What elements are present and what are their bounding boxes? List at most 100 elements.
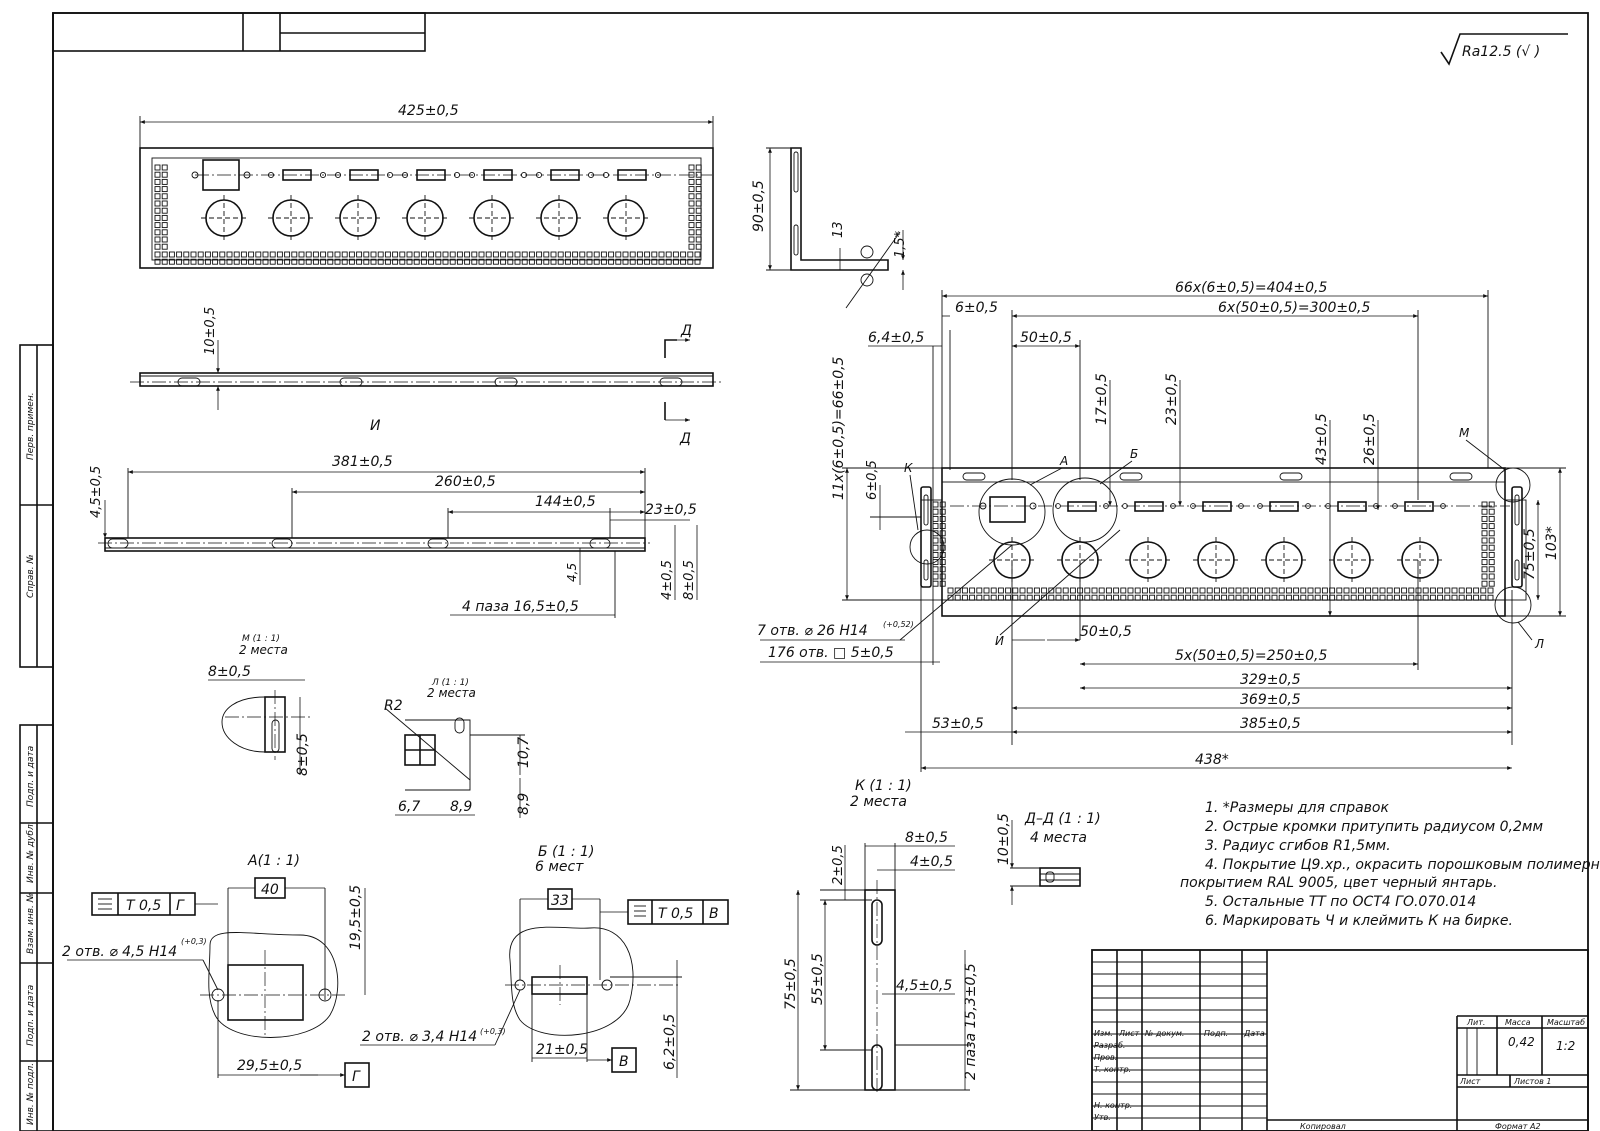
marker-b: Б — [1130, 447, 1138, 461]
detail-k-dim-8: 8±0,5 — [905, 830, 948, 846]
tb-copied: Копировал — [1300, 1122, 1346, 1131]
detail-m-sub: 2 места — [239, 643, 288, 657]
side-label-repl-inv: Взам. инв. № — [26, 893, 36, 954]
detail-l: Л (1 : 1) 2 места R2 10,7 6,7 8,9 8,9 — [384, 678, 532, 818]
front-width-dim: 425±0,5 — [398, 103, 459, 119]
side-strip: Перв. примен. Справ. № Подп. и дата Инв.… — [19, 344, 54, 1131]
detail-l-dim-8-9a: 8,9 — [450, 799, 472, 815]
flat-dim-11x6: 11х(6±0,5)=66±0,5 — [831, 356, 847, 500]
flat-dim-5x50: 5х(50±0,5)=250±0,5 — [1175, 648, 1327, 664]
detail-k-dim-55: 55±0,5 — [810, 953, 826, 1005]
tb-row-prov: Пров. — [1094, 1053, 1117, 1062]
side-height-dim: 90±0,5 — [751, 180, 767, 232]
tb-row-razrab: Разраб. — [1094, 1041, 1125, 1050]
front-square-holes — [154, 164, 702, 265]
detail-b-sub: 6 мест — [535, 859, 584, 875]
detail-b-hole-tol: (+0,3) — [480, 1027, 506, 1036]
detail-a-title: А(1 : 1) — [247, 853, 300, 869]
side-label-sign-date-2: Подп. и дата — [26, 985, 36, 1046]
view-i-dim-23: 23±0,5 — [645, 502, 697, 518]
flat-dim-369: 369±0,5 — [1240, 692, 1301, 708]
detail-a-dim-29-5: 29,5±0,5 — [237, 1058, 302, 1074]
roughness-symbol: Ra12.5 (√ ) — [1440, 33, 1568, 66]
detail-l-sub: 2 места — [427, 686, 476, 700]
flat-squares-note: 176 отв. □ 5±0,5 — [768, 645, 894, 661]
view-i-slots-note: 4 паза 16,5±0,5 — [462, 599, 579, 615]
side-lip-dim: 13 — [831, 221, 846, 238]
tb-header-izm: Изм. — [1094, 1029, 1113, 1038]
view-i-dim-260: 260±0,5 — [435, 474, 496, 490]
detail-b-tol-datum: В — [709, 906, 719, 922]
detail-m: М (1 : 1) 2 места 8±0,5 8±0,5 — [208, 634, 311, 776]
flat-dim-103: 103* — [1544, 526, 1560, 560]
tb-sheet: Лист — [1459, 1077, 1481, 1086]
flat-dim-75: 75±0,5 — [1522, 528, 1538, 580]
technical-notes: 1. *Размеры для справок 2. Острые кромки… — [1180, 800, 1600, 929]
flat-dim-23: 23±0,5 — [1164, 373, 1180, 425]
flat-dim-17: 17±0,5 — [1094, 373, 1110, 425]
tb-scale: Масштаб — [1547, 1018, 1585, 1027]
detail-k-dim-4: 4±0,5 — [910, 854, 953, 870]
detail-b-datum: В — [619, 1054, 629, 1070]
tb-format: Формат А2 — [1495, 1122, 1541, 1131]
detail-k-title: К (1 : 1) — [855, 778, 912, 794]
note-6: 6. Маркировать Ч и клеймить К на бирке. — [1205, 913, 1513, 929]
detail-a-datum: Г — [352, 1069, 361, 1085]
view-i: И 381±0,5 260±0,5 144±0,5 23±0,5 4,5±0,5… — [89, 418, 698, 618]
flat-dim-6-4: 6,4±0,5 — [868, 330, 924, 346]
view-i-dim-4: 4±0,5 — [660, 560, 675, 600]
title-block: Изм. Лист № докум. Подп. Дата Разраб. Пр… — [1091, 949, 1589, 1131]
flat-dim-438: 438* — [1195, 752, 1229, 768]
detail-l-dim-6-7: 6,7 — [398, 799, 420, 815]
view-i-dim-144: 144±0,5 — [535, 494, 596, 510]
tb-header-date: Дата — [1243, 1029, 1265, 1038]
flat-dim-329: 329±0,5 — [1240, 672, 1301, 688]
view-i-dim-8: 8±0,5 — [682, 560, 697, 600]
detail-b-dim-21: 21±0,5 — [536, 1042, 588, 1058]
flat-dim-385: 385±0,5 — [1240, 716, 1301, 732]
flat-dim-43: 43±0,5 — [1314, 413, 1330, 465]
detail-l-dim-10-7: 10,7 — [516, 737, 532, 768]
view-i-dim-4-5b: 4,5 — [565, 563, 579, 582]
view-i-dim-381: 381±0,5 — [332, 454, 393, 470]
detail-a-hole-note: 2 отв. ⌀ 4,5 H14 — [62, 944, 177, 960]
front-view: 425±0,5 — [139, 103, 714, 269]
detail-k-dim-75: 75±0,5 — [783, 958, 799, 1010]
roughness-label: Ra12.5 (√ ) — [1462, 44, 1540, 60]
front-features — [191, 159, 712, 241]
flat-holes-tol: (+0,52) — [883, 620, 914, 629]
note-2: 2. Острые кромки притупить радиусом 0,2м… — [1205, 819, 1543, 835]
side-label-ref-no: Справ. № — [26, 554, 36, 598]
flat-dim-53: 53±0,5 — [932, 716, 984, 732]
side-profile: 90±0,5 13 1,5* — [751, 147, 908, 309]
detail-k-dim-4-5: 4,5±0,5 — [896, 978, 952, 994]
marker-i: И — [995, 634, 1004, 648]
tb-row-tkontr: Т. контр. — [1094, 1065, 1131, 1074]
top-view: 10±0,5 Д Д — [130, 307, 723, 447]
flat-dim-6: 6±0,5 — [955, 300, 998, 316]
side-label-sign-date-1: Подп. и дата — [26, 746, 36, 807]
view-i-dim-4-5: 4,5±0,5 — [89, 466, 104, 518]
tb-row-utv: Утв. — [1094, 1113, 1111, 1122]
detail-b-title: Б (1 : 1) — [538, 844, 594, 860]
flat-dim-50-top: 50±0,5 — [1020, 330, 1072, 346]
detail-b-box: 33 — [551, 893, 569, 909]
flat-square-holes — [932, 501, 1495, 601]
section-d: Д–Д (1 : 1) 4 места 10±0,5 — [996, 811, 1101, 905]
side-label-first-use: Перв. примен. — [26, 392, 36, 460]
detail-a-box: 40 — [261, 882, 279, 898]
detail-b-tol: Т 0,5 — [658, 906, 693, 922]
tb-header-list: Лист — [1118, 1029, 1140, 1038]
detail-a-tol-datum: Г — [176, 898, 185, 914]
flat-holes-note: 7 отв. ⌀ 26 H14 — [757, 623, 868, 639]
detail-b-hole-note: 2 отв. ⌀ 3,4 H14 — [362, 1029, 477, 1045]
detail-l-dim-8-9b: 8,9 — [516, 793, 532, 815]
detail-m-title: М (1 : 1) — [242, 634, 280, 644]
section-mark-bottom: Д — [679, 431, 691, 447]
side-label-dup-inv: Инв. № дубл. — [26, 821, 36, 883]
marker-l: Л — [1534, 637, 1544, 651]
detail-a: А(1 : 1) 40 Т 0,5 Г 2 отв. ⌀ 4,5 H14 (+0… — [62, 853, 370, 1088]
top-offset-dim: 10±0,5 — [203, 307, 218, 355]
tb-scale-value: 1:2 — [1556, 1039, 1575, 1053]
note-5: 5. Остальные ТТ по ОСТ4 ГО.070.014 — [1205, 894, 1476, 910]
